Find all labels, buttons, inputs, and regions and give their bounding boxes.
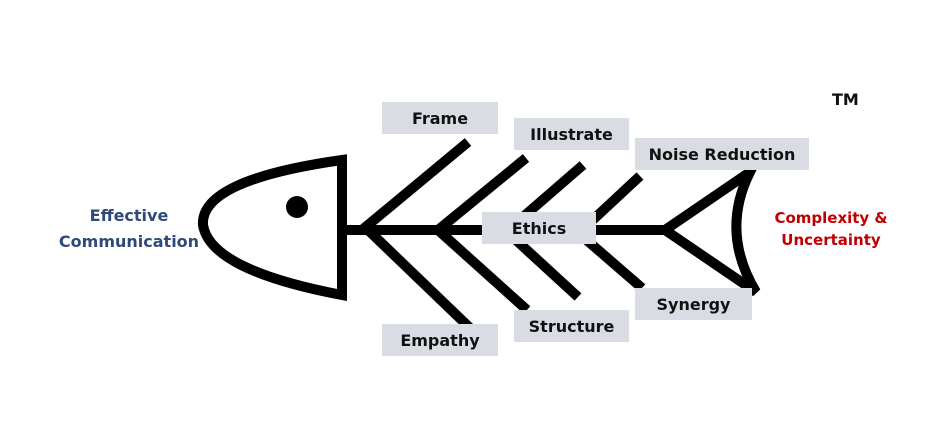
label-frame: Frame	[382, 102, 498, 134]
fish-eye	[286, 196, 308, 218]
effect-left-label: Effective Communication	[44, 203, 214, 255]
effect-right-line2: Uncertainty	[781, 231, 881, 249]
label-empathy: Empathy	[382, 324, 498, 356]
effect-left-line1: Effective	[89, 206, 169, 225]
fish-tail	[656, 157, 764, 297]
effect-right-label: Complexity & Uncertainty	[766, 207, 896, 251]
label-illustrate: Illustrate	[514, 118, 629, 150]
label-noise-reduction: Noise Reduction	[635, 138, 809, 170]
effect-left-line2: Communication	[58, 232, 200, 251]
bone-structure	[434, 226, 531, 314]
fish-head	[198, 154, 347, 302]
label-ethics: Ethics	[482, 212, 596, 244]
effect-right-line1: Complexity &	[774, 209, 888, 227]
label-synergy: Synergy	[635, 288, 752, 320]
bone-frame	[358, 138, 472, 234]
bone-illustrate	[434, 154, 530, 234]
trademark-symbol: TM	[832, 90, 859, 109]
bone-empathy	[364, 226, 474, 332]
label-structure: Structure	[514, 310, 629, 342]
